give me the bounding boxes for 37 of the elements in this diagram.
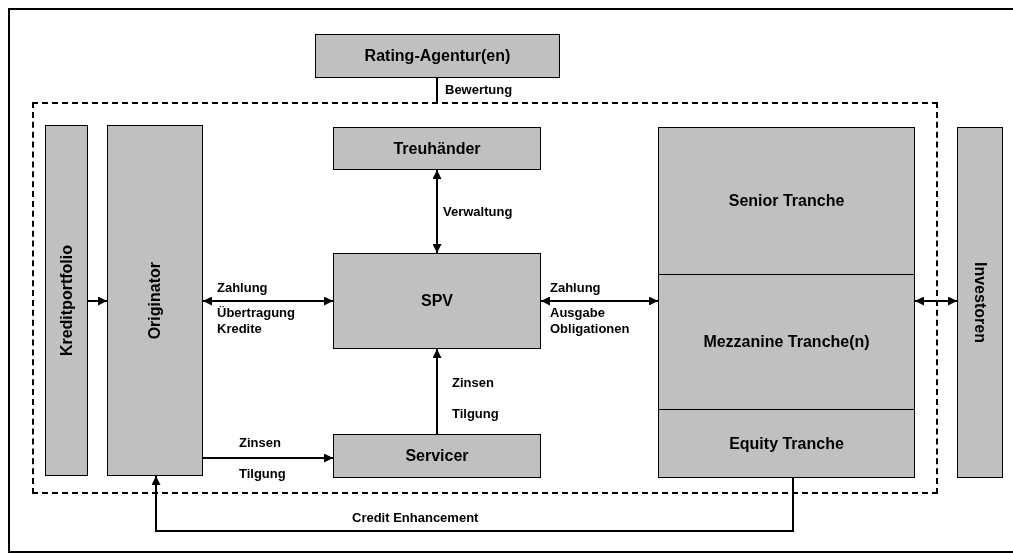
node-label: Rating-Agentur(en) — [364, 46, 511, 66]
edge-label: Bewertung — [445, 82, 513, 99]
note-text: Ausgabe Obligationen — [550, 305, 650, 338]
arrow — [202, 453, 334, 463]
node-label: Senior Tranche — [728, 191, 845, 211]
process-box — [333, 434, 541, 478]
node-label: Mezzanine Tranche(n) — [703, 332, 870, 352]
node-label: Equity Tranche — [729, 433, 844, 454]
process-box — [658, 127, 915, 275]
arrow — [432, 348, 442, 435]
node-label: Investoren — [970, 262, 990, 343]
process-box — [333, 127, 541, 170]
connector-line — [436, 77, 438, 103]
dashed-boundary — [32, 102, 938, 494]
note-text: Tilgung — [452, 406, 499, 423]
arrow — [914, 296, 958, 306]
arrow — [202, 296, 334, 306]
note-text: Tilgung — [239, 466, 286, 483]
process-box — [957, 127, 1003, 478]
process-box — [45, 125, 88, 476]
node-label: SPV — [421, 291, 453, 311]
process-box — [658, 274, 915, 410]
arrow — [87, 296, 108, 306]
edge-label: Zahlung — [217, 280, 268, 297]
arrow — [540, 296, 659, 306]
arrow — [151, 475, 794, 532]
node-label: Treuhänder — [393, 138, 481, 159]
edge-label: Verwaltung — [443, 204, 513, 221]
process-box — [107, 125, 203, 476]
process-box — [658, 409, 915, 478]
node-label: Originator — [145, 261, 165, 340]
edge-label: Zahlung — [550, 280, 601, 297]
arrow — [432, 169, 442, 254]
process-box — [333, 253, 541, 349]
node-label: Kreditportfolio — [56, 244, 76, 357]
process-box — [315, 34, 560, 78]
node-label: Servicer — [405, 446, 469, 466]
